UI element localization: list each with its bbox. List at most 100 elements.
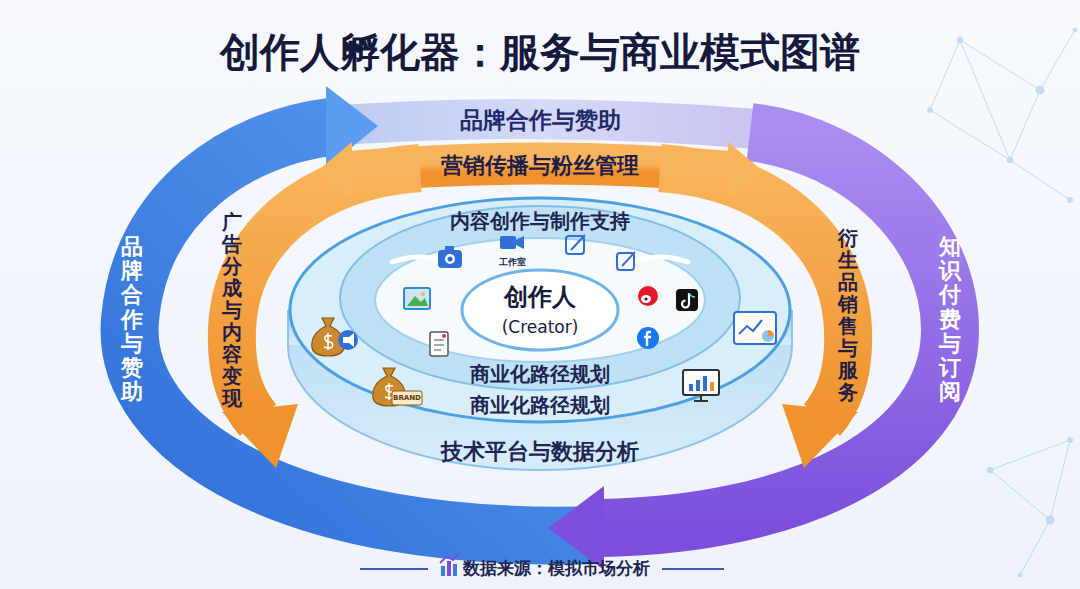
network-decoration (1020, 520, 1050, 575)
tiktok-icon (682, 293, 689, 308)
dashboard-icon (739, 320, 762, 334)
document-icon (430, 332, 448, 356)
caption-icon (441, 566, 445, 576)
inner-arrow (392, 257, 688, 262)
inner-arrow (632, 257, 688, 262)
node-text: 品牌合作与赞助 (121, 235, 143, 404)
node-text: 商业化路径规划 (470, 361, 610, 388)
document-icon (434, 344, 444, 346)
network-decoration (928, 108, 933, 113)
node-text: (Creator) (502, 317, 579, 337)
disk-top (290, 198, 790, 422)
purple-arrow-head (548, 486, 604, 570)
caption-icon (440, 552, 460, 576)
arrow-node: 知识付费与订阅 (922, 200, 978, 440)
tiktok-icon (689, 293, 695, 297)
monitor-icon (689, 384, 693, 391)
monitor-icon (683, 370, 719, 401)
icon-label: 工作室 (499, 256, 526, 269)
orange-arrow-head (316, 142, 352, 200)
camera-icon (438, 250, 462, 268)
node-text: 品牌合作与赞助 (460, 105, 621, 136)
video-icon (516, 236, 524, 249)
video-icon (500, 236, 516, 249)
video-icon (500, 236, 524, 249)
orange-arrow-head (782, 404, 858, 468)
network-decoration (960, 40, 1010, 160)
node-text: 广告分成与内容变现 (222, 211, 242, 409)
orange-arrow-head (222, 404, 298, 468)
money-bag-icon (338, 330, 358, 350)
dashboard-icon (734, 312, 776, 344)
monitor-icon (710, 382, 714, 391)
weibo-icon (641, 295, 651, 303)
money-bag-icon (343, 333, 354, 347)
weibo-icon (638, 286, 658, 306)
node-text: 创作人 (504, 281, 576, 313)
purple-arrow (600, 132, 950, 528)
node-text: 技术平台与数据分析 (441, 437, 639, 467)
image-icon (421, 292, 425, 296)
arrow-node: 衍生品销售与服务 (823, 210, 873, 422)
node-text: 内容创作与制作支持 (450, 208, 630, 235)
network-decoration (1068, 438, 1073, 443)
edit-icon (566, 235, 585, 254)
node-text: 知识付费与订阅 (939, 235, 961, 404)
ring-outer (340, 206, 740, 390)
monitor-icon (694, 400, 708, 402)
node-text: 商业化路径规划 (470, 392, 610, 419)
network-decoration (960, 40, 1040, 90)
edit-icon (566, 236, 584, 254)
network-decoration (990, 470, 1050, 520)
caption-icon (440, 552, 460, 563)
caption-icon (447, 561, 451, 576)
monitor-icon (703, 376, 707, 391)
network-decoration (1010, 90, 1040, 160)
document-icon (434, 339, 444, 341)
disk-edge (791, 310, 793, 345)
dashboard-icon (768, 330, 774, 336)
network-decoration (1040, 30, 1075, 90)
monitor-icon (683, 370, 719, 395)
network-decoration (987, 467, 993, 473)
network-decoration (1007, 157, 1013, 163)
network-decoration (1073, 28, 1077, 32)
edit-icon (571, 235, 585, 250)
money-bag-icon (373, 368, 422, 406)
tiktok-icon (676, 289, 698, 311)
network-decoration (1010, 160, 1070, 200)
band-node: 品牌合作与赞助 (330, 100, 750, 140)
network-decoration (1036, 86, 1044, 94)
orange-arrow-head (728, 142, 764, 200)
caption-icon (453, 564, 457, 576)
document-icon (434, 349, 441, 351)
dashboard-icon (734, 312, 776, 344)
network-decoration (1046, 516, 1054, 524)
document-icon (442, 334, 446, 338)
network-decoration (1050, 440, 1070, 520)
ring-node: 内容创作与制作支持商业化路径规划 创作人 (Creator) (340, 206, 740, 390)
network-decoration (930, 110, 1010, 160)
camera-icon (438, 246, 462, 268)
inner-arrow-head (618, 252, 638, 272)
money-bag-icon (324, 333, 333, 350)
network-decoration (1068, 198, 1073, 203)
dashboard-icon (762, 330, 774, 342)
disk-edge (287, 310, 289, 345)
band-node: 营销传播与粉丝管理 (360, 146, 720, 188)
node-text: 营销传播与粉丝管理 (441, 151, 639, 181)
caption-rule (360, 568, 428, 570)
document-icon (430, 332, 448, 356)
arrow-node: 品牌合作与赞助 (104, 200, 160, 440)
node-text: 衍生品销售与服务 (838, 227, 858, 403)
ring-inner (375, 238, 705, 362)
network-decoration (930, 40, 960, 110)
image-icon (404, 288, 430, 309)
weibo-icon (638, 286, 658, 306)
money-bag-icon (312, 318, 358, 356)
facebook-icon (637, 327, 659, 349)
title-text: 创作人孵化器：服务与商业模式图谱 (220, 25, 860, 80)
icon-label: BRAND (393, 394, 421, 402)
camera-icon (445, 246, 454, 251)
